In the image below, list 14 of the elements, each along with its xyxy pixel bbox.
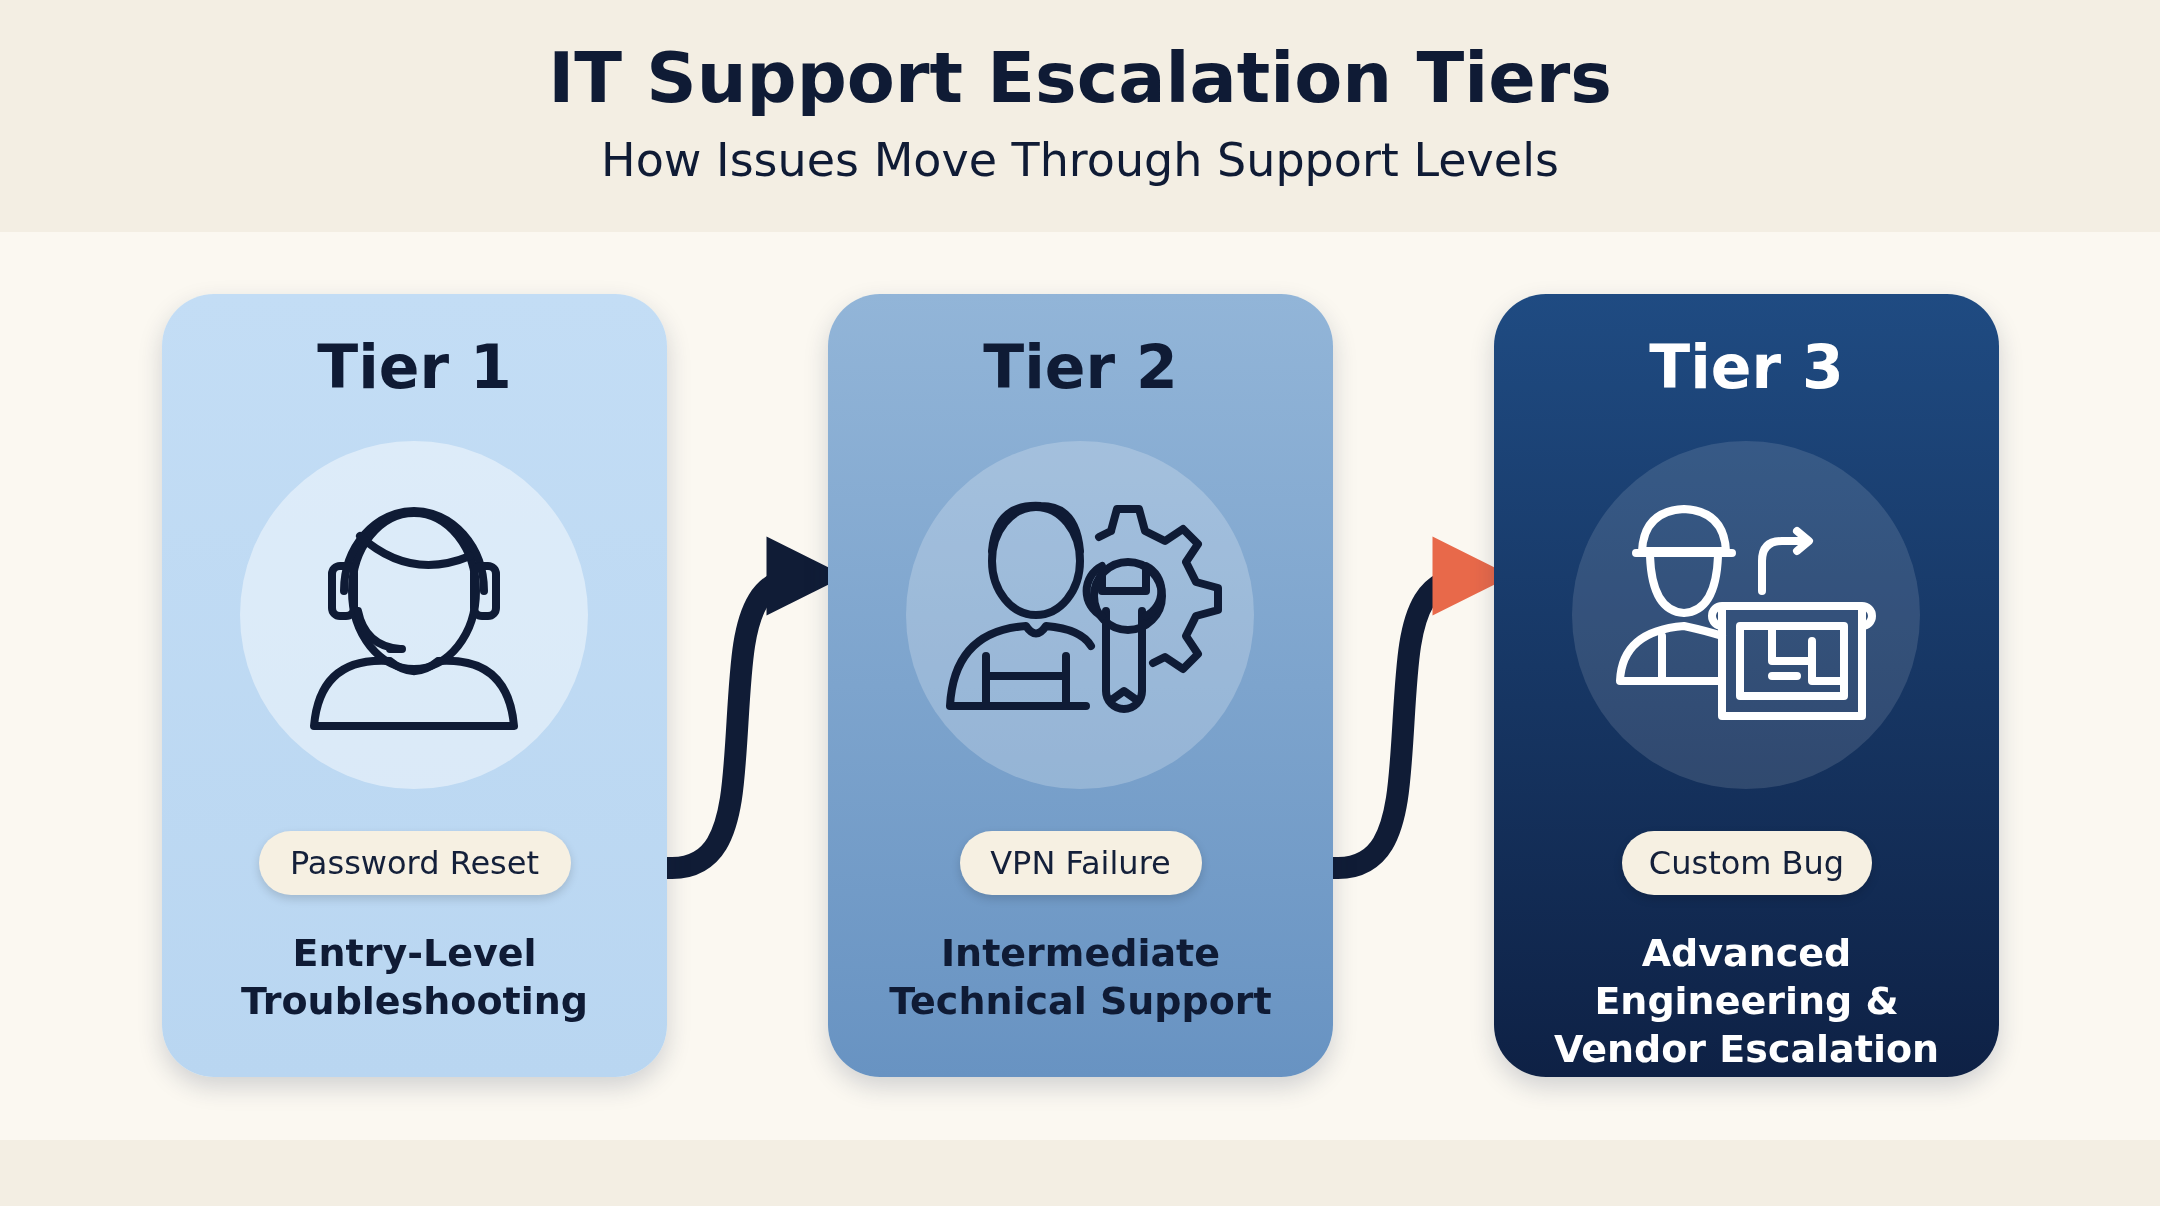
tier-description: Advanced Engineering & Vendor Escalation	[1552, 930, 1941, 1073]
tier-card	[162, 294, 667, 1077]
tier-title: Tier 2	[982, 332, 1179, 402]
example-pill: Custom Bug	[1621, 831, 1872, 895]
tier-description: Entry-Level Troubleshooting	[240, 930, 589, 1025]
tier-description: Intermediate Technical Support	[888, 930, 1273, 1025]
tier-title: Tier 3	[1648, 332, 1845, 402]
subtitle: How Issues Move Through Support Levels	[600, 132, 1560, 188]
tier-card	[828, 294, 1333, 1077]
tier-card	[1494, 294, 1999, 1077]
tier-title: Tier 1	[316, 332, 513, 402]
example-pill: Password Reset	[258, 831, 571, 895]
example-pill: VPN Failure	[959, 831, 1202, 895]
title: IT Support Escalation Tiers	[547, 36, 1613, 120]
